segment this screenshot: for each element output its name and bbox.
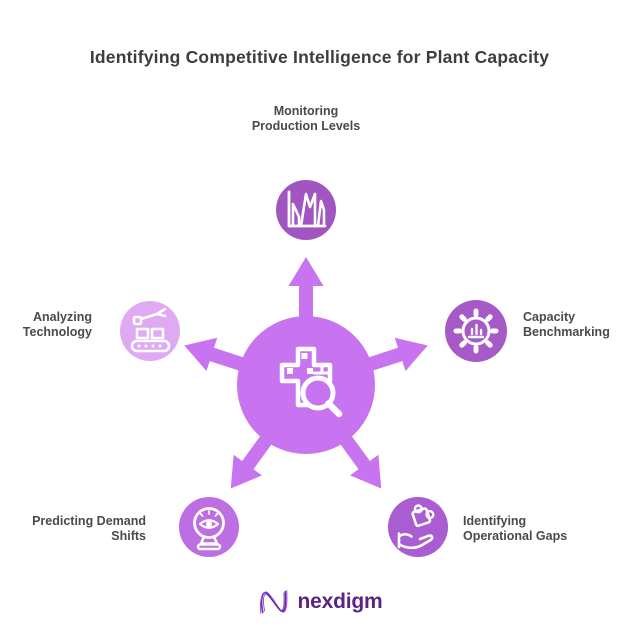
nexdigm-logo-icon <box>259 590 287 614</box>
node-capacity-benchmarking <box>445 300 507 362</box>
gear-bar-chart-icon <box>453 308 499 354</box>
node-analyzing-technology <box>120 301 180 361</box>
footer-logo: nexdigm <box>0 582 639 622</box>
node-identifying-operational-gaps <box>388 497 448 557</box>
arrow-up <box>288 257 324 343</box>
production-peaks-chart-icon <box>287 190 327 228</box>
label-predicting-demand-shifts: Predicting Demand Shifts <box>32 514 146 543</box>
node-predicting-demand-shifts <box>179 497 239 557</box>
hand-puzzle-icon <box>397 504 435 550</box>
label-capacity-benchmarking: Capacity Benchmarking <box>523 310 610 339</box>
label-analyzing-technology: Analyzing Technology <box>22 310 92 339</box>
node-monitoring-production-levels <box>276 180 336 240</box>
page-title: Identifying Competitive Intelligence for… <box>89 47 550 67</box>
crystal-ball-eye-icon <box>193 507 225 551</box>
nexdigm-logo-text: nexdigm <box>297 590 383 613</box>
label-identifying-operational-gaps: Identifying Operational Gaps <box>463 514 568 543</box>
plant-grid-magnifier-icon <box>279 346 343 418</box>
robot-arm-conveyor-icon <box>130 307 171 353</box>
label-monitoring-production-levels: Monitoring Production Levels <box>251 104 361 133</box>
